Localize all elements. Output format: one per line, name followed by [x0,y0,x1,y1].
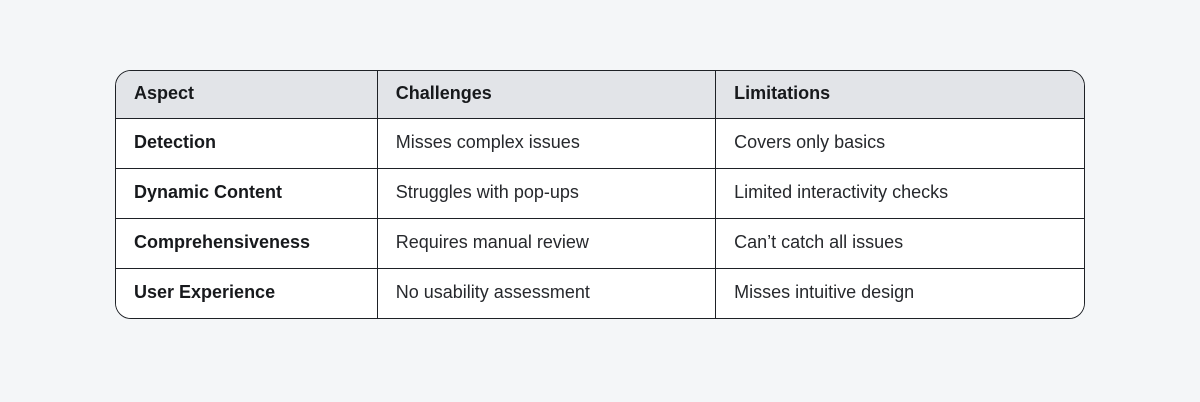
table-cell-aspect: User Experience [116,268,378,318]
table-body: Detection Misses complex issues Covers o… [116,118,1084,318]
comparison-table-container: Aspect Challenges Limitations Detection … [115,70,1085,319]
column-header-limitations: Limitations [715,71,1084,119]
table-row: Comprehensiveness Requires manual review… [116,218,1084,269]
table-cell-challenge: No usability assessment [377,268,717,318]
column-header-aspect: Aspect [116,71,378,119]
table-cell-limitation: Covers only basics [715,118,1084,169]
table-cell-challenge: Misses complex issues [377,118,717,169]
table-row: Detection Misses complex issues Covers o… [116,118,1084,169]
table-row: User Experience No usability assessment … [116,268,1084,318]
table-cell-challenge: Requires manual review [377,218,717,269]
table-cell-limitation: Misses intuitive design [715,268,1084,318]
table-cell-challenge: Struggles with pop-ups [377,168,717,219]
comparison-table: Aspect Challenges Limitations Detection … [116,71,1084,318]
table-cell-limitation: Limited interactivity checks [715,168,1084,219]
table-cell-aspect: Dynamic Content [116,168,378,219]
table-cell-aspect: Detection [116,118,378,169]
table-header-row: Aspect Challenges Limitations [116,71,1084,119]
table-row: Dynamic Content Struggles with pop-ups L… [116,168,1084,219]
table-cell-aspect: Comprehensiveness [116,218,378,269]
column-header-challenges: Challenges [377,71,717,119]
table-cell-limitation: Can’t catch all issues [715,218,1084,269]
